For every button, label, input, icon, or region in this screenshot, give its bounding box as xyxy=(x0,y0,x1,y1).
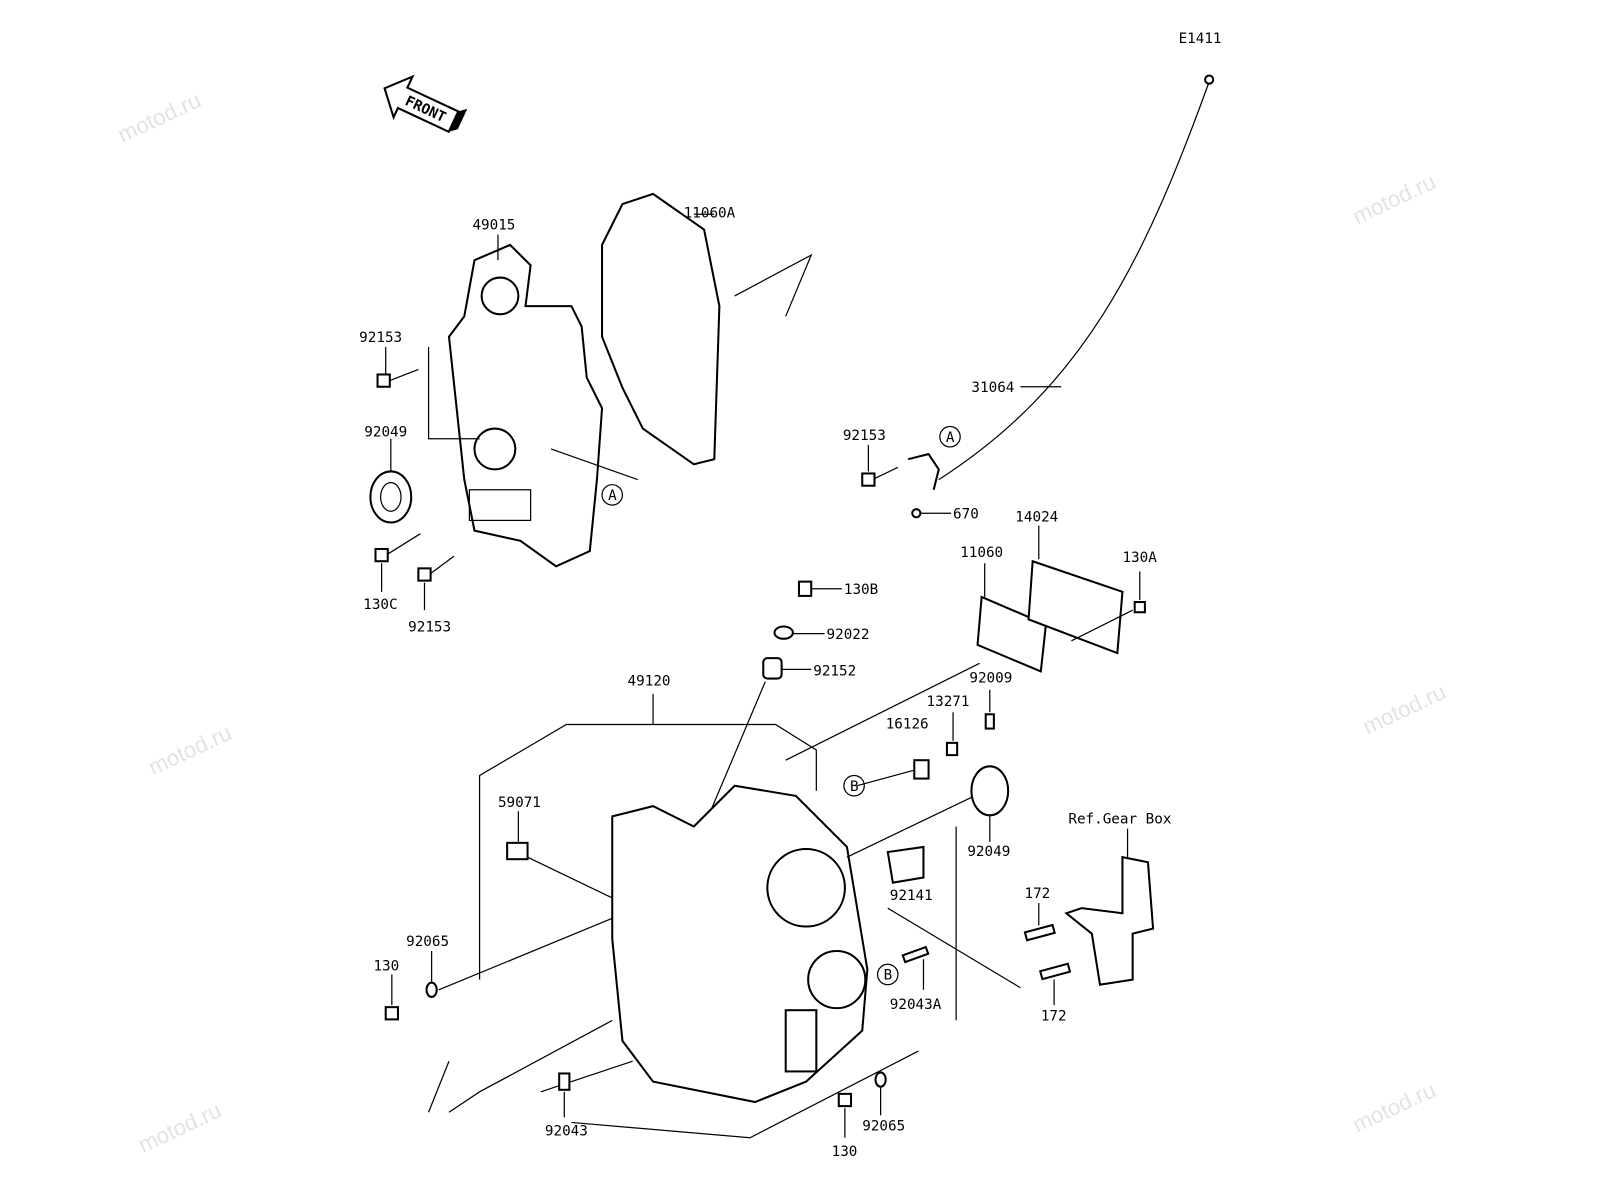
label-130-a: 130 xyxy=(373,958,399,974)
gasket-11060 xyxy=(976,595,1048,673)
label-49015: 49015 xyxy=(472,218,515,234)
label-92049: 92049 xyxy=(364,425,407,441)
label-92043: 92043 xyxy=(545,1124,588,1140)
ref-B-1: B xyxy=(850,779,859,795)
plate-14024 xyxy=(1027,559,1124,655)
bolt-92153b xyxy=(417,555,455,582)
label-16126: 16126 xyxy=(886,717,929,733)
diagram-code: E1411 xyxy=(1179,31,1222,47)
label-92009: 92009 xyxy=(969,671,1012,687)
label-31064: 31064 xyxy=(971,380,1014,396)
label-130-b: 130 xyxy=(832,1144,858,1160)
front-arrow-icon: FRONT xyxy=(383,74,468,134)
label-11060A: 11060A xyxy=(684,205,736,221)
oil-seal-92049b xyxy=(970,765,1010,817)
timing-cover-49015 xyxy=(447,234,604,568)
labels: E1411 49015 11060A 92153 92049 130C 9215… xyxy=(359,31,1221,1160)
label-92043A: 92043A xyxy=(890,997,942,1013)
label-92049-b: 92049 xyxy=(967,844,1010,860)
label-49120: 49120 xyxy=(628,674,671,690)
label-59071: 59071 xyxy=(498,795,541,811)
watermark-text: motod.ru xyxy=(1349,1077,1440,1137)
label-11060: 11060 xyxy=(960,545,1003,561)
label-130C: 130C xyxy=(363,597,397,613)
watermark-text: motod.ru xyxy=(114,87,205,147)
bolt-130C xyxy=(374,533,421,563)
label-92153-b: 92153 xyxy=(408,620,451,636)
gear-box-bracket xyxy=(1064,855,1155,986)
label-670: 670 xyxy=(953,506,979,522)
watermark-text: motod.ru xyxy=(145,720,236,780)
label-13271: 13271 xyxy=(927,694,970,710)
label-92152: 92152 xyxy=(813,664,856,680)
label-92153: 92153 xyxy=(359,330,402,346)
watermark-text: motod.ru xyxy=(1349,169,1440,229)
bolt-92153 xyxy=(376,368,419,388)
watermark-text: motod.ru xyxy=(134,1098,225,1158)
bolt-92153c xyxy=(861,466,899,487)
gasket-11060A xyxy=(601,192,721,466)
watermark-text: motod.ru xyxy=(1359,679,1450,739)
label-92065-a: 92065 xyxy=(406,934,449,950)
label-ref-gear-box: Ref.Gear Box xyxy=(1068,811,1171,827)
label-14024: 14024 xyxy=(1015,509,1058,525)
label-92141: 92141 xyxy=(890,888,933,904)
label-92065-b: 92065 xyxy=(862,1119,905,1135)
label-172-a: 172 xyxy=(1024,886,1050,902)
crankcase-49120 xyxy=(611,784,869,1104)
label-92153-c: 92153 xyxy=(843,428,886,444)
ref-A-1: A xyxy=(608,488,617,504)
label-130B: 130B xyxy=(844,582,878,598)
label-92022: 92022 xyxy=(827,627,870,643)
ref-A-2: A xyxy=(946,430,955,446)
ref-B-2: B xyxy=(884,968,893,984)
dipstick-31064 xyxy=(938,81,1210,481)
bushing-92141 xyxy=(886,845,925,884)
oil-seal-92049 xyxy=(369,470,413,524)
label-172-b: 172 xyxy=(1041,1008,1067,1024)
label-130A: 130A xyxy=(1122,550,1157,566)
